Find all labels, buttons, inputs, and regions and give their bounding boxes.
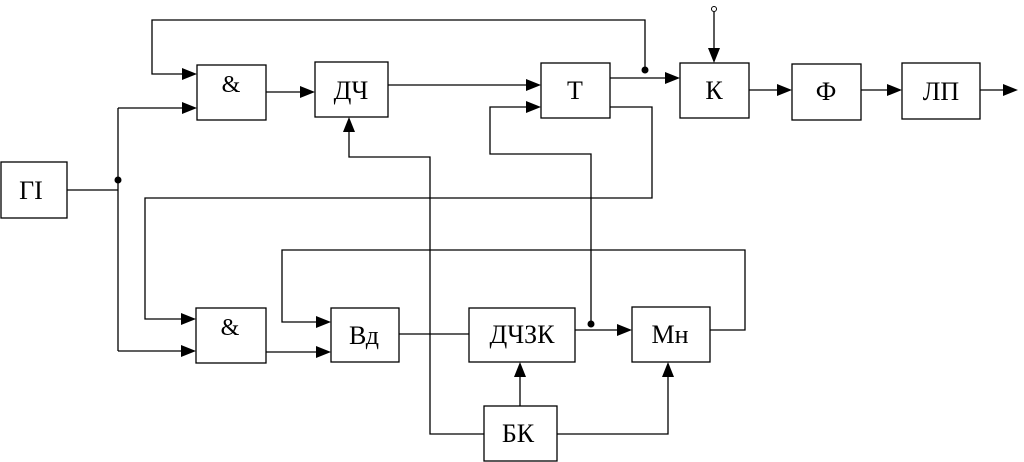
block-f: Ф [791,63,862,121]
block-dch-label: ДЧ [334,76,369,105]
block-and-top: & [196,64,267,121]
arrow-into-dch-bottom [343,117,355,132]
arrow-into-dch [300,86,315,98]
block-t-label: Т [567,76,583,105]
block-k: К [679,62,750,119]
junction-gi-bus [114,176,122,184]
block-vd: Вд [330,307,400,363]
wire-bk-to-mn [557,374,669,435]
block-f-label: Ф [816,77,837,106]
wire-t-to-and-bottom [144,106,653,320]
arrow-into-mn-bottom [662,362,674,377]
block-lp-label: ЛП [923,77,960,106]
block-and-top-label: & [222,72,241,98]
arrow-into-dchzk-bottom [514,362,526,377]
arrow-into-and-top-upper [182,68,197,80]
block-mn: Мн [631,306,711,363]
block-t: Т [540,62,611,119]
arrow-into-and-top-lower [182,102,197,114]
arrow-into-mn [617,324,632,336]
wire-bk-to-dch [348,131,484,435]
block-dch: ДЧ [314,61,389,118]
block-bk: БК [483,405,558,462]
block-dchzk-label: ДЧЗК [490,320,556,349]
arrow-into-and-bottom-lower [181,345,196,357]
terminal-k-control [711,6,717,12]
arrow-into-k-left [665,72,680,84]
block-gi: ГІ [0,161,68,219]
block-bk-label: БК [502,419,535,448]
wire-top-feedback [151,19,646,75]
junction-dots [114,6,717,328]
arrow-into-k-top [708,48,720,63]
arrow-lp-output [1003,84,1018,96]
block-and-bottom-label: & [221,315,240,341]
arrow-into-vd-lower [316,346,331,358]
block-dchzk: ДЧЗК [468,307,576,363]
junction-dchzk-output [587,320,595,328]
arrow-into-lp [887,84,902,96]
arrow-into-t-upper [526,79,541,91]
wire-mn-feedback [281,249,746,331]
junction-k-feedback [641,66,649,74]
arrow-into-vd-upper [316,316,331,328]
arrowheads [181,48,1018,377]
block-vd-label: Вд [349,321,379,350]
wire-dchzk-to-t [489,106,592,324]
block-k-label: К [705,76,723,105]
arrow-into-f [777,84,792,96]
block-gi-label: ГІ [19,176,43,205]
block-and-bottom: & [195,307,267,364]
connection-lines [67,12,1007,435]
block-mn-label: Мн [651,320,688,349]
arrow-into-t-lower [526,101,541,113]
block-lp: ЛП [901,62,981,120]
arrow-into-and-bottom-upper [181,313,196,325]
